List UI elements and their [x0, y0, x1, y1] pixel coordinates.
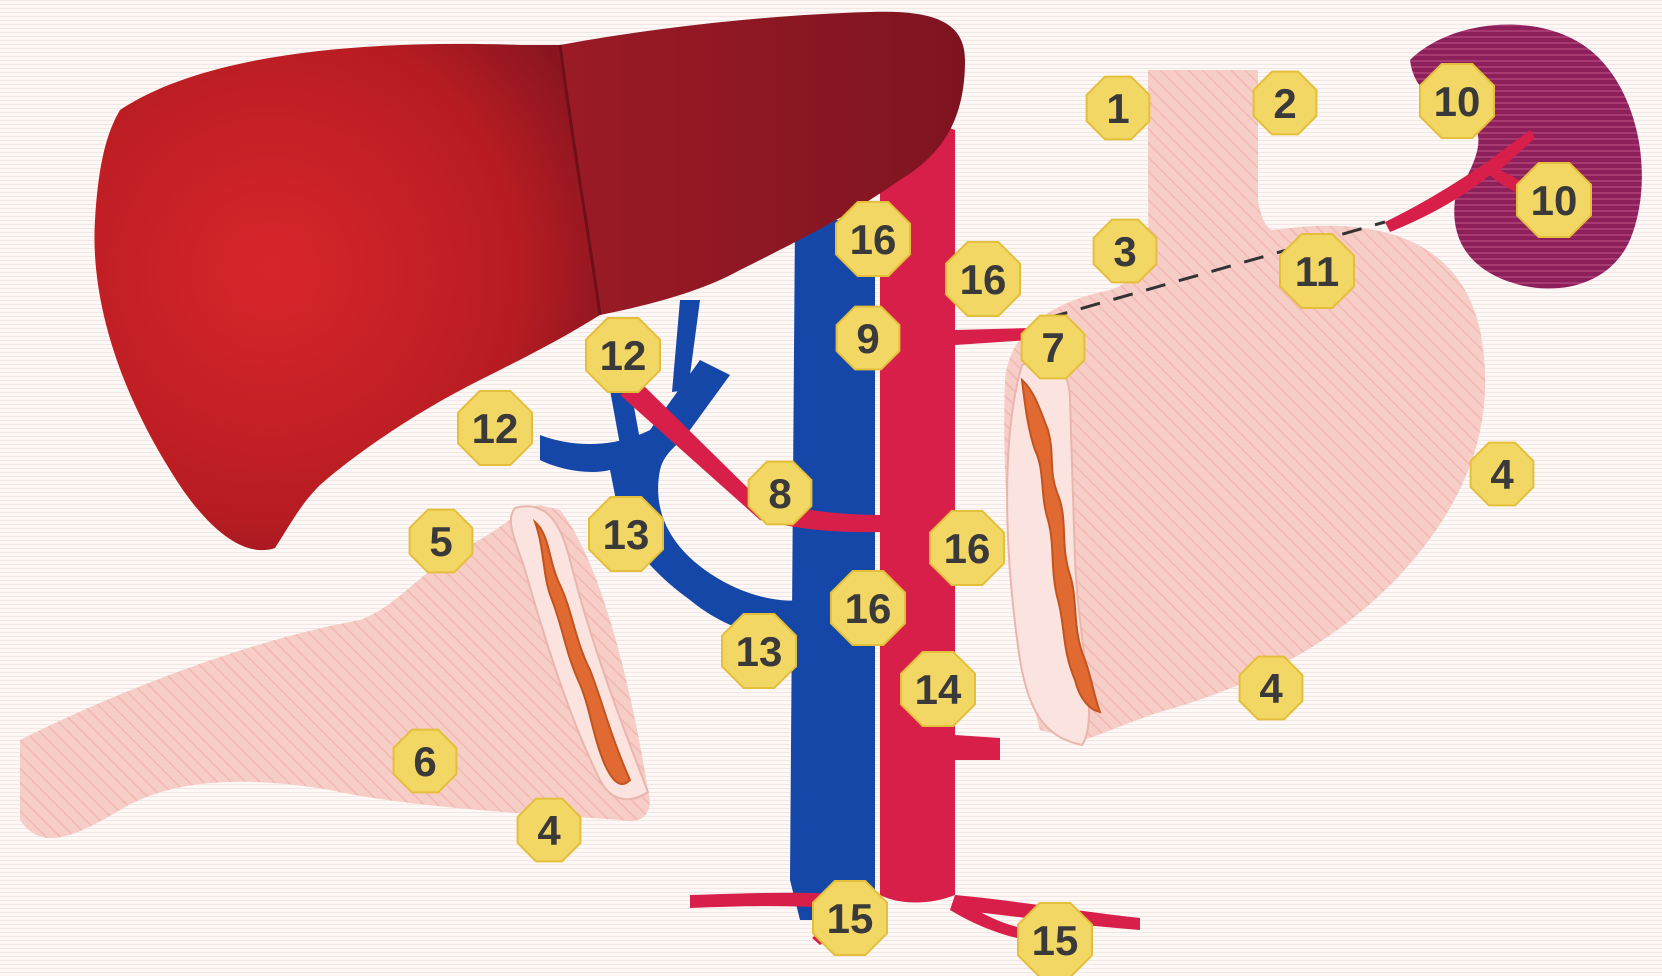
badge-number: 10 — [1434, 78, 1481, 125]
badge-number: 10 — [1531, 177, 1578, 224]
label-badge-portal-lower: 13 — [722, 614, 796, 688]
aorta-stub — [955, 735, 1000, 760]
label-badge-stomach-lower: 4 — [1240, 657, 1303, 720]
label-badge-stomach-right: 4 — [1471, 443, 1534, 506]
badge-number: 4 — [1490, 451, 1514, 498]
label-badge-esophagus-left: 1 — [1087, 77, 1150, 140]
badge-number: 6 — [413, 738, 436, 785]
badge-number: 7 — [1041, 324, 1064, 371]
label-badge-aorta-lower: 14 — [901, 652, 975, 726]
badge-number: 16 — [944, 525, 991, 572]
label-badge-portal-upper: 12 — [586, 318, 660, 392]
label-badge-esophagus-right: 2 — [1254, 72, 1317, 135]
label-badge-celiac-upper: 9 — [837, 307, 900, 370]
badge-number: 3 — [1113, 228, 1136, 275]
badge-number: 15 — [827, 895, 874, 942]
badge-number: 13 — [603, 511, 650, 558]
label-badge-gastric-artery: 11 — [1280, 234, 1354, 308]
badge-number: 8 — [768, 470, 791, 517]
badge-number: 5 — [429, 518, 452, 565]
label-badge-vein-middle: 16 — [831, 571, 905, 645]
badge-number: 4 — [537, 807, 561, 854]
badge-number: 14 — [915, 666, 962, 713]
badge-number: 12 — [600, 332, 647, 379]
label-badge-bottom-left: 15 — [813, 881, 887, 955]
label-badge-duodenum-left: 6 — [394, 730, 457, 793]
label-badge-aorta-upper-right: 16 — [946, 242, 1020, 316]
badge-number: 16 — [845, 585, 892, 632]
label-badge-vein-upper: 16 — [836, 202, 910, 276]
label-badge-spleen-upper: 10 — [1420, 64, 1494, 138]
label-badge-stomach-upper-left: 3 — [1094, 220, 1157, 283]
badge-number: 12 — [472, 405, 519, 452]
badge-number: 16 — [850, 216, 897, 263]
label-badge-duodenum-lower: 4 — [518, 799, 581, 862]
label-badge-aorta-middle-right: 16 — [930, 511, 1004, 585]
label-badge-spleen-lower: 10 — [1517, 163, 1591, 237]
badge-number: 4 — [1259, 665, 1283, 712]
badge-number: 11 — [1295, 248, 1339, 295]
label-badge-bottom-right: 15 — [1018, 903, 1092, 976]
label-badge-hepatic-artery: 8 — [749, 462, 812, 525]
label-badge-duodenum-upper: 5 — [410, 510, 473, 573]
badge-number: 1 — [1106, 85, 1129, 132]
label-badge-lesser-curve: 7 — [1022, 316, 1085, 379]
label-badge-portal-middle: 13 — [589, 497, 663, 571]
label-badge-portal-left: 12 — [458, 391, 532, 465]
badge-number: 9 — [856, 315, 879, 362]
badge-number: 2 — [1273, 80, 1296, 127]
badge-number: 13 — [736, 628, 783, 675]
badge-number: 15 — [1032, 917, 1079, 964]
badge-number: 16 — [960, 256, 1007, 303]
